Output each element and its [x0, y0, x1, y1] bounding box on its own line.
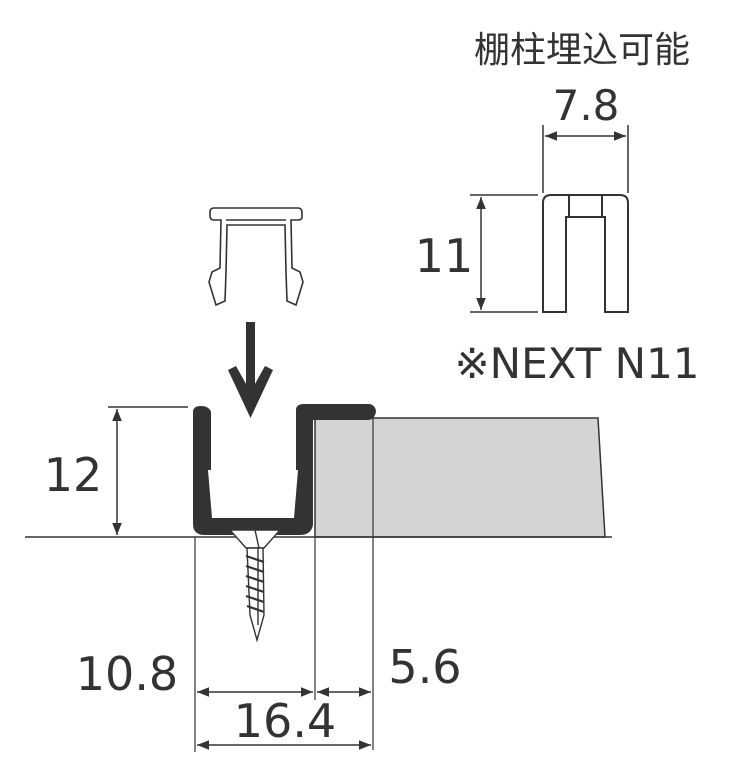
insert-height-label: 11 — [415, 229, 474, 283]
rail-profile — [193, 404, 376, 535]
rail-height-label: 12 — [44, 448, 103, 502]
insert-width-label: 7.8 — [553, 81, 620, 130]
title-label: 棚柱埋込可能 — [474, 30, 690, 71]
total-width-label: 16.4 — [234, 694, 336, 748]
rail-depth-label: 10.8 — [76, 647, 178, 701]
dimension-insert-width — [542, 125, 629, 193]
insert-profile — [542, 194, 629, 313]
dimension-bottom — [194, 537, 371, 752]
dimension-rail-height — [108, 406, 188, 535]
product-label: ※NEXT N11 — [454, 339, 699, 388]
screw-icon — [228, 529, 282, 643]
flange-offset-label: 5.6 — [388, 640, 461, 694]
down-arrow-icon — [228, 322, 273, 418]
panel — [314, 417, 606, 538]
dimension-insert-height — [470, 194, 538, 313]
insert-clip — [208, 207, 304, 307]
